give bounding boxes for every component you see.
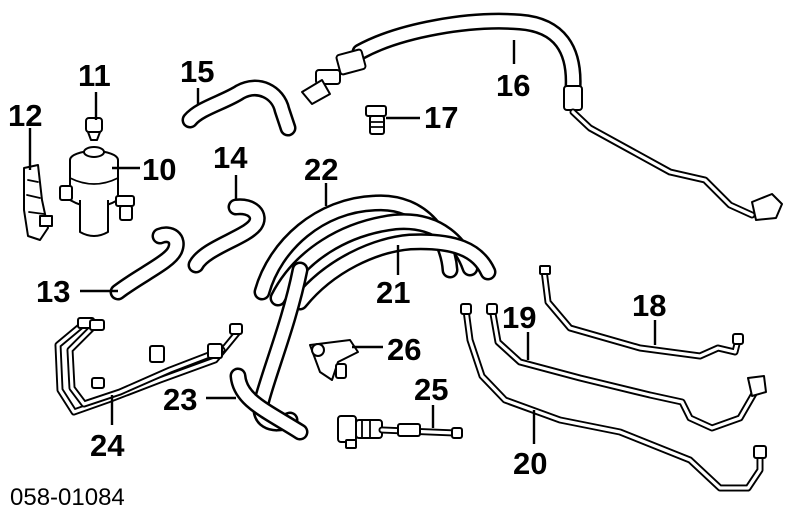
callout-15: 15	[180, 54, 214, 89]
callout-14: 14	[213, 140, 248, 175]
callout-12: 12	[8, 98, 42, 133]
part-19-pipe	[486, 303, 767, 432]
part-25-switch	[337, 415, 463, 449]
part-10-reservoir	[59, 146, 135, 237]
callout-17: 17	[424, 100, 458, 135]
callout-20: 20	[513, 446, 547, 481]
part-24-pipe-assembly	[54, 317, 243, 416]
callout-16: 16	[496, 68, 530, 103]
callout-10: 10	[142, 152, 176, 187]
callout-23: 23	[163, 382, 197, 417]
callout-labels: 11 10 12 13 14 15 16 17 18 19 20 21 22 2…	[8, 54, 666, 481]
callout-24: 24	[90, 428, 125, 463]
callout-13: 13	[36, 274, 70, 309]
callout-26: 26	[387, 332, 421, 367]
part-16-pressure-hose	[301, 12, 783, 221]
leader-lines	[28, 40, 657, 444]
part-23-hose	[229, 367, 309, 441]
callout-11: 11	[78, 58, 111, 93]
callout-25: 25	[414, 372, 448, 407]
callout-18: 18	[632, 288, 666, 323]
document-number: 058-01084	[10, 484, 125, 511]
part-15-hose	[181, 79, 297, 137]
part-13-hose	[109, 226, 185, 301]
callout-21: 21	[376, 275, 410, 310]
part-26-bracket	[309, 339, 359, 381]
part-17-sensor	[365, 105, 387, 135]
part-14-hose	[187, 198, 266, 274]
part-11-cap	[85, 117, 103, 141]
part-18-pipe	[539, 265, 744, 360]
part-12-bracket	[23, 164, 53, 241]
callout-19: 19	[502, 300, 536, 335]
callout-22: 22	[304, 152, 338, 187]
part-20-pipe	[460, 303, 767, 492]
